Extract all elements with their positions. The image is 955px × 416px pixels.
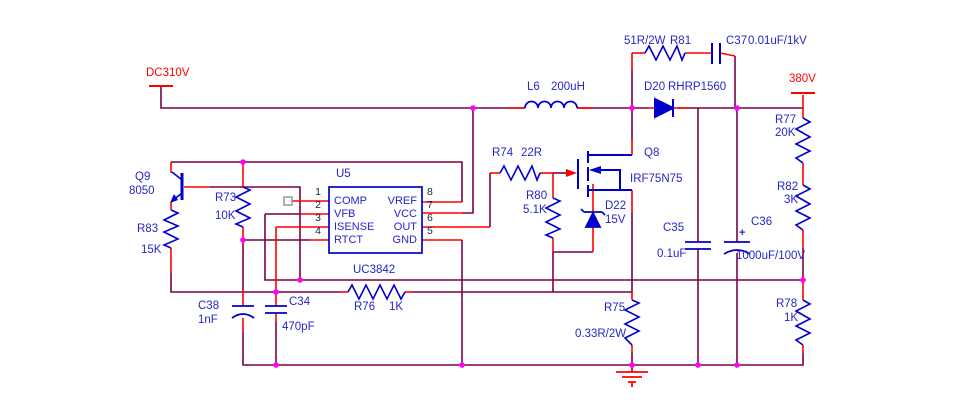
label-r83-ref: R83 [137, 223, 159, 235]
pin-number-2: 2 [315, 199, 321, 211]
zener-D22 [580, 208, 606, 228]
diode-D20 [654, 97, 676, 119]
label-r74-ref: R74 [492, 147, 514, 159]
ground-symbol [616, 365, 648, 387]
label-l6-value: 200uH [551, 81, 585, 93]
label-c34-value: 470pF [282, 321, 315, 333]
resistor-R73 [233, 186, 252, 228]
inductor-L6 [524, 100, 578, 109]
label-c35-value: 0.1uF [657, 248, 687, 260]
capacitor-C37 [711, 43, 721, 64]
capacitor-C35 [685, 241, 711, 250]
label-d22-ref: D22 [605, 200, 627, 212]
pin-number-8: 8 [427, 186, 433, 198]
capacitor-C34 [265, 305, 287, 314]
resistor-R83 [161, 209, 181, 249]
label-r82-value: 3K [784, 194, 799, 206]
label-u5-part: UC3842 [353, 264, 396, 276]
gate-arrow-icon [566, 169, 577, 177]
label-l6-ref: L6 [527, 81, 540, 93]
pin-name-comp: COMP [334, 195, 367, 207]
label-r81-ref: R81 [670, 35, 692, 47]
label-r73-ref: R73 [215, 192, 237, 204]
label-q8-ref: Q8 [644, 147, 660, 159]
net-label-380v: 380V [789, 73, 816, 85]
label-c38-value: 1nF [198, 314, 218, 326]
label-c36-ref: C36 [751, 216, 773, 228]
label-r76-ref: R76 [354, 301, 376, 313]
pin-name-gnd: GND [392, 234, 417, 246]
transistor-Q9 [170, 171, 184, 203]
label-r73-value: 10K [215, 210, 236, 222]
red-stubs [170, 52, 804, 353]
net-label-dc310v: DC310V [146, 67, 190, 79]
resistor-R80 [543, 197, 562, 239]
resistor-R76 [347, 283, 406, 301]
label-u5-designator: U5 [336, 168, 351, 180]
label-q9-value: 8050 [129, 185, 155, 197]
label-c35-ref: C35 [663, 222, 685, 234]
pin-name-vref: VREF [387, 195, 417, 207]
capacitor-C36 [723, 241, 751, 255]
label-c36-polarity: + [739, 227, 746, 239]
label-r78-ref: R78 [776, 298, 798, 310]
pin-number-4: 4 [315, 225, 321, 237]
label-r77-ref: R77 [775, 114, 797, 126]
ic-U5-body [328, 186, 423, 254]
pin-number-5: 5 [427, 225, 433, 237]
resistor-R77 [794, 117, 812, 164]
pin-name-vcc: VCC [393, 208, 417, 220]
label-r80-ref: R80 [526, 190, 548, 202]
junction-dots [240, 105, 806, 368]
label-d20-value: RHRP1560 [668, 81, 727, 93]
label-r75-ref: R75 [604, 302, 626, 314]
pin-name-rtct: RTCT [334, 234, 364, 246]
resistor-R74 [499, 163, 541, 183]
label-c36-value: 1000uF/100V [736, 250, 806, 262]
label-d20-ref: D20 [644, 81, 666, 93]
mosfet-Q8 [577, 151, 632, 197]
label-q9-ref: Q9 [135, 171, 151, 183]
no-connect-square-icon [283, 196, 293, 206]
resistor-R82 [794, 184, 812, 231]
capacitor-C38 [231, 305, 255, 319]
label-c38-ref: C38 [198, 300, 220, 312]
label-c34-ref: C34 [289, 296, 311, 308]
pin-name-out: OUT [393, 221, 417, 233]
label-r74-value: 22R [521, 147, 543, 159]
label-r75-value: 0.33R/2W [575, 328, 627, 340]
pin-number-6: 6 [427, 212, 433, 224]
label-c37-ref: C37 [726, 35, 748, 47]
label-r83-value: 15K [141, 244, 162, 256]
label-r81-value: 51R/2W [624, 35, 666, 47]
label-q8-value: IRF75N75 [630, 173, 683, 185]
label-r77-value: 20K [775, 127, 796, 139]
pin-name-vfb: VFB [334, 208, 356, 220]
label-d22-value: 15V [605, 214, 626, 226]
pin-number-7: 7 [427, 199, 433, 211]
label-r76-value: 1K [389, 301, 404, 313]
label-r82-ref: R82 [777, 181, 799, 193]
label-r78-value: 1K [784, 312, 799, 324]
pin-number-1: 1 [315, 186, 321, 198]
wires [160, 56, 804, 366]
resistor-R75 [623, 299, 641, 346]
label-r80-value: 5.1K [523, 204, 547, 216]
pin-number-3: 3 [315, 212, 321, 224]
pin-name-isense: ISENSE [334, 221, 375, 233]
resistor-R78 [794, 299, 812, 346]
label-c37-value: 0.01uF/1kV [748, 35, 807, 47]
resistor-R81 [644, 43, 686, 63]
